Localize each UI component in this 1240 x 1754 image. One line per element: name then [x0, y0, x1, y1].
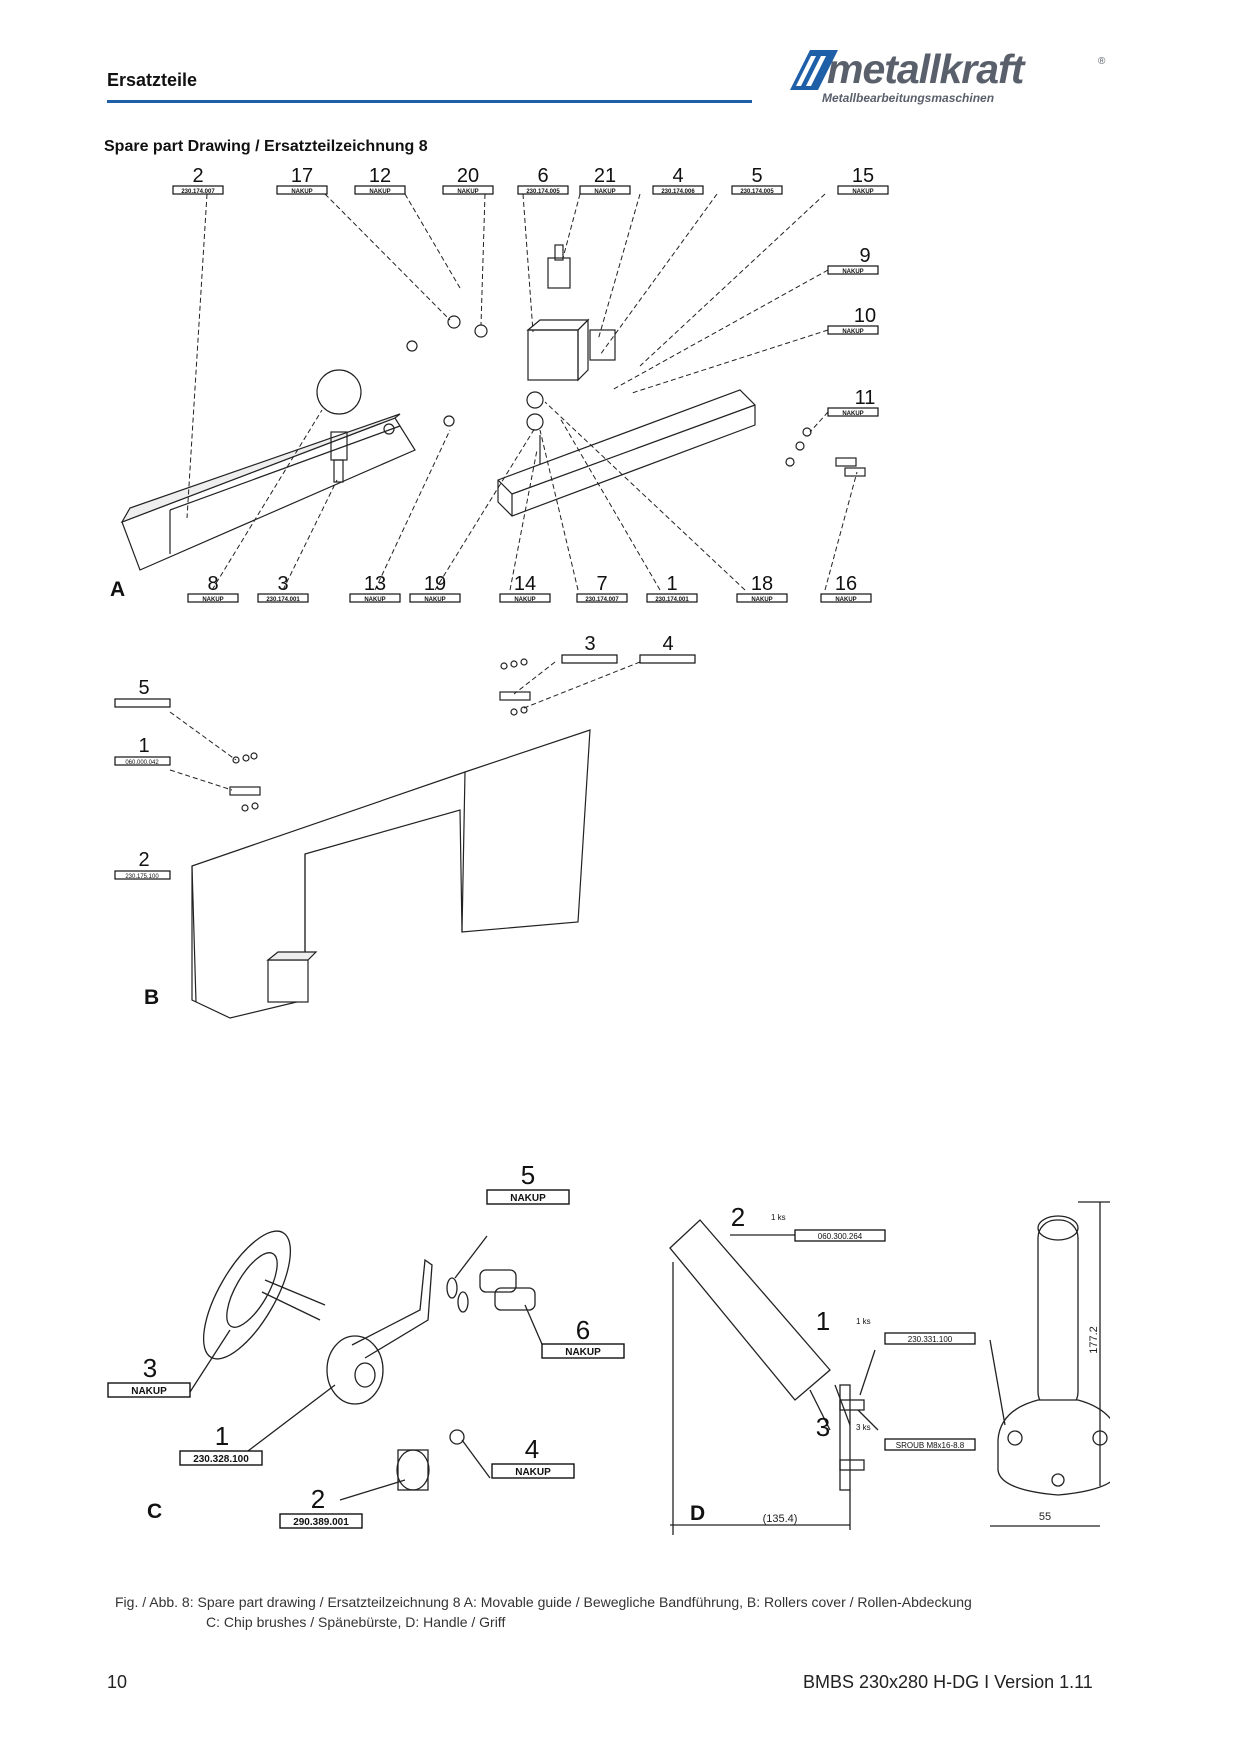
callout-a-4: 4: [672, 165, 683, 187]
svg-text:1 ks: 1 ks: [771, 1213, 786, 1222]
page-number: 10: [107, 1672, 128, 1692]
header-rule: [107, 100, 752, 103]
callout-a-8: 8: [207, 573, 218, 595]
svg-text:NAKUP: NAKUP: [364, 597, 385, 603]
callout-a-11: 11: [855, 387, 876, 409]
callout-a-12: 12: [369, 165, 391, 187]
callout-b-5: 5: [138, 677, 149, 699]
section-a-top-callouts: 2 17 12 20 6 21 4 5 15 230.174.007 NAKUP…: [172, 165, 889, 195]
callout-a-1: 1: [666, 573, 677, 595]
svg-text:NAKUP: NAKUP: [515, 1467, 551, 1478]
callout-a-21: 21: [594, 165, 616, 187]
svg-text:NAKUP: NAKUP: [131, 1386, 167, 1397]
drawing-title: Spare part Drawing / Ersatzteilzeichnung…: [104, 138, 428, 155]
brand-logo: [780, 44, 1110, 114]
figure-caption-line2: C: Chip brushes / Spänebürste, D: Handle…: [206, 1614, 506, 1630]
callout-a-3: 3: [277, 573, 288, 595]
svg-text:NAKUP: NAKUP: [594, 189, 615, 195]
section-label-d: D: [690, 1502, 706, 1525]
callout-a-6: 6: [537, 165, 548, 187]
callout-b-3: 3: [584, 633, 595, 655]
svg-text:230.175.100: 230.175.100: [125, 874, 159, 880]
logo-wordmark: metallkraft: [827, 46, 1024, 92]
callout-a-14: 14: [514, 573, 536, 595]
callout-a-20: 20: [457, 165, 479, 187]
section-d-drawing: [669, 1201, 1110, 1535]
section-label-b: B: [144, 986, 160, 1009]
callout-d-3: 3: [816, 1412, 830, 1442]
callout-a-10: 10: [854, 305, 876, 327]
callout-b-2: 2: [138, 849, 149, 871]
svg-text:NAKUP: NAKUP: [424, 597, 445, 603]
figure-caption-line1: Fig. / Abb. 8: Spare part drawing / Ersa…: [115, 1594, 972, 1610]
model-version: BMBS 230x280 H-DG I Version 1.11: [803, 1672, 1093, 1692]
callout-c-2: 2: [311, 1484, 325, 1514]
svg-text:060.000.042: 060.000.042: [125, 760, 159, 766]
section-d-callouts: 2 1 3 1 ks 1 ks 3 ks 060.300.264 230.331…: [731, 1202, 1100, 1525]
section-a-drawing: [120, 193, 866, 591]
svg-text:230.174.007: 230.174.007: [585, 597, 619, 603]
section-a-right-callouts: 9 10 11 NAKUP NAKUP NAKUP: [827, 245, 879, 417]
dimension-width: (135.4): [763, 1513, 798, 1525]
callout-d-2: 2: [731, 1202, 745, 1232]
callout-c-6: 6: [576, 1315, 590, 1345]
section-c-drawing: [189, 1230, 549, 1501]
callout-a-9: 9: [859, 245, 870, 267]
svg-text:230.328.100: 230.328.100: [193, 1454, 249, 1465]
svg-text:NAKUP: NAKUP: [852, 189, 873, 195]
callout-b-4: 4: [662, 633, 673, 655]
svg-text:NAKUP: NAKUP: [510, 1193, 546, 1204]
callout-c-3: 3: [143, 1353, 157, 1383]
logo-mark-icon: [790, 50, 838, 90]
callout-c-1: 1: [215, 1421, 229, 1451]
svg-text:230.174.006: 230.174.006: [661, 189, 695, 195]
svg-text:060.300.264: 060.300.264: [818, 1232, 863, 1241]
svg-text:230.174.001: 230.174.001: [655, 597, 689, 603]
svg-text:230.174.007: 230.174.007: [181, 189, 215, 195]
svg-text:SROUB M8x16-8.8: SROUB M8x16-8.8: [896, 1441, 965, 1450]
callout-a-11-code: NAKUP: [842, 411, 863, 417]
callout-d-1: 1: [816, 1306, 830, 1336]
svg-text:NAKUP: NAKUP: [565, 1347, 601, 1358]
section-label-a: A: [110, 578, 126, 601]
section-a-bottom-callouts: 8 3 13 19 14 7 1 18 16 NAKUP 230.174.001…: [187, 573, 872, 603]
svg-text:230.174.001: 230.174.001: [266, 597, 300, 603]
callout-a-2: 2: [192, 165, 203, 187]
callout-a-16: 16: [835, 573, 857, 595]
header-title: Ersatzteile: [107, 70, 198, 90]
dimension-base: 55: [1039, 1511, 1051, 1523]
svg-text:NAKUP: NAKUP: [835, 597, 856, 603]
svg-text:NAKUP: NAKUP: [291, 189, 312, 195]
section-c-callouts: 5 6 3 4 1 2 NAKUP NAKUP NAKUP NAKUP 230.…: [107, 1160, 625, 1529]
svg-text:3 ks: 3 ks: [856, 1423, 871, 1432]
callout-a-15: 15: [852, 165, 874, 187]
logo-tagline: Metallbearbeitungsmaschinen: [822, 91, 995, 105]
svg-text:230.174.005: 230.174.005: [740, 189, 774, 195]
dimension-height: 177.2: [1088, 1326, 1100, 1354]
svg-text:230.331.100: 230.331.100: [908, 1335, 953, 1344]
callout-a-18: 18: [751, 573, 773, 595]
callout-a-19: 19: [424, 573, 446, 595]
svg-text:290.389.001: 290.389.001: [293, 1517, 349, 1528]
section-label-c: C: [147, 1500, 163, 1523]
svg-text:NAKUP: NAKUP: [514, 597, 535, 603]
callout-a-5: 5: [751, 165, 762, 187]
callout-c-4: 4: [525, 1434, 539, 1464]
svg-text:NAKUP: NAKUP: [751, 597, 772, 603]
svg-text:NAKUP: NAKUP: [842, 329, 863, 335]
svg-text:NAKUP: NAKUP: [842, 269, 863, 275]
section-b-callouts: 5 1 2 3 4 060.000.042 230.175.100: [114, 633, 696, 880]
callout-c-5: 5: [521, 1160, 535, 1190]
svg-text:NAKUP: NAKUP: [457, 189, 478, 195]
callout-a-7: 7: [596, 573, 607, 595]
callout-b-1: 1: [138, 735, 149, 757]
callout-a-13: 13: [364, 573, 386, 595]
svg-text:NAKUP: NAKUP: [202, 597, 223, 603]
section-b-drawing: [169, 658, 641, 1019]
svg-text:NAKUP: NAKUP: [369, 189, 390, 195]
svg-text:1 ks: 1 ks: [856, 1317, 871, 1326]
logo-registered: ®: [1098, 56, 1106, 67]
svg-text:230.174.005: 230.174.005: [526, 189, 560, 195]
callout-a-17: 17: [291, 165, 313, 187]
